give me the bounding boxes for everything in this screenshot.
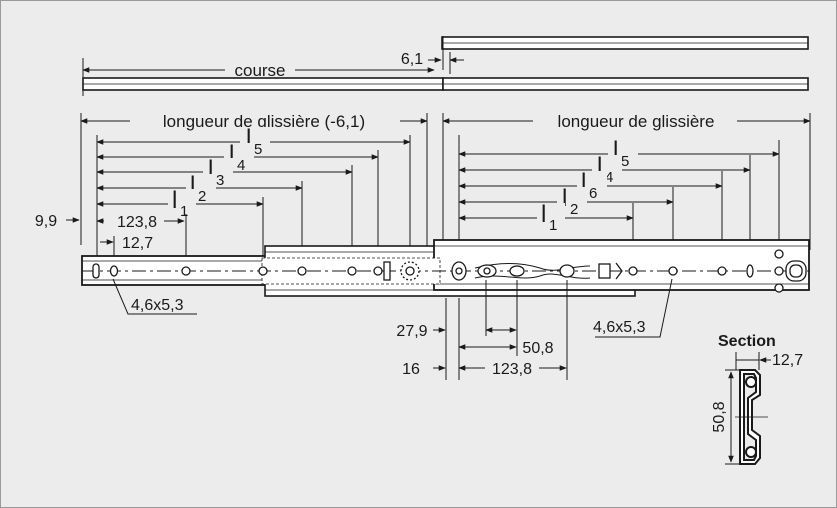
right-dim-l4-letter: l [597, 153, 602, 180]
left-dim-l2-letter: l [190, 172, 195, 199]
slide-length-right-label: longueur de glissière [558, 112, 715, 131]
slide-holes [92, 249, 807, 293]
right-dim-l5-letter: l [613, 137, 618, 164]
dim-123-8-left-label: 123,8 [117, 214, 157, 231]
left-dim-l1-sub: 1 [180, 203, 188, 220]
right-dim-l6: l 6 [458, 169, 723, 268]
left-dim-l5-sub: 5 [254, 141, 262, 158]
section-title: Section [718, 333, 776, 350]
left-dim-l3-letter: l [208, 156, 213, 183]
right-dim-l2: l 2 [458, 185, 674, 268]
right-dim-l1-letter: l [541, 201, 546, 228]
dim-16-label: 16 [402, 361, 420, 378]
right-dim-l5-sub: 5 [621, 153, 629, 170]
left-dim-l2-sub: 2 [198, 188, 206, 205]
right-dim-l1: l 1 [458, 201, 634, 268]
hole-size-right-label: 4,6x5,3 [593, 319, 646, 336]
top-rails [82, 36, 809, 91]
dim-123-8-right-label: 123,8 [492, 361, 532, 378]
right-dim-l2-letter: l [562, 185, 567, 212]
course-label: course [234, 61, 285, 80]
right-dim-l6-sub: 6 [589, 185, 597, 202]
left-dim-l1-letter: l [172, 187, 177, 214]
dim-27-9-label: 27,9 [396, 323, 427, 340]
left-dim-l3-sub: 3 [216, 172, 224, 189]
left-dim-l5-letter: l [246, 125, 251, 152]
left-dim-l3: l 3 [96, 156, 353, 268]
hole-size-left-label: 4,6x5,3 [131, 297, 184, 314]
left-dim-l4-letter: l [229, 141, 234, 168]
section-height-label: 50,8 [711, 401, 728, 432]
right-dim-l1-sub: 1 [549, 217, 557, 234]
left-dim-l4-sub: 4 [237, 157, 245, 174]
dim-12-7-left-label: 12,7 [122, 235, 153, 252]
section-width-label: 12,7 [772, 352, 803, 369]
right-dim-l5: l 5 [458, 137, 780, 262]
slide-length-left-label: longueur de glissière (-6,1) [163, 112, 365, 131]
left-dim-l5: l 5 [96, 125, 411, 268]
left-dim-l1: l 1 [96, 187, 264, 268]
offset-label: 6,1 [401, 51, 423, 68]
section-profile-inner [743, 373, 757, 461]
right-dim-l4: l 4 [458, 153, 751, 268]
inner-member [433, 239, 810, 291]
dim-50-8-label: 50,8 [522, 340, 553, 357]
dim-9-9-label: 9,9 [35, 213, 57, 230]
right-dim-l2-sub: 2 [570, 201, 578, 218]
section-view: Section 12,7 50,8 [711, 333, 803, 465]
right-dim-l4-sub: 4 [605, 169, 613, 186]
left-dim-l2: l 2 [96, 172, 303, 268]
right-dim-l6-letter: l [581, 169, 586, 196]
